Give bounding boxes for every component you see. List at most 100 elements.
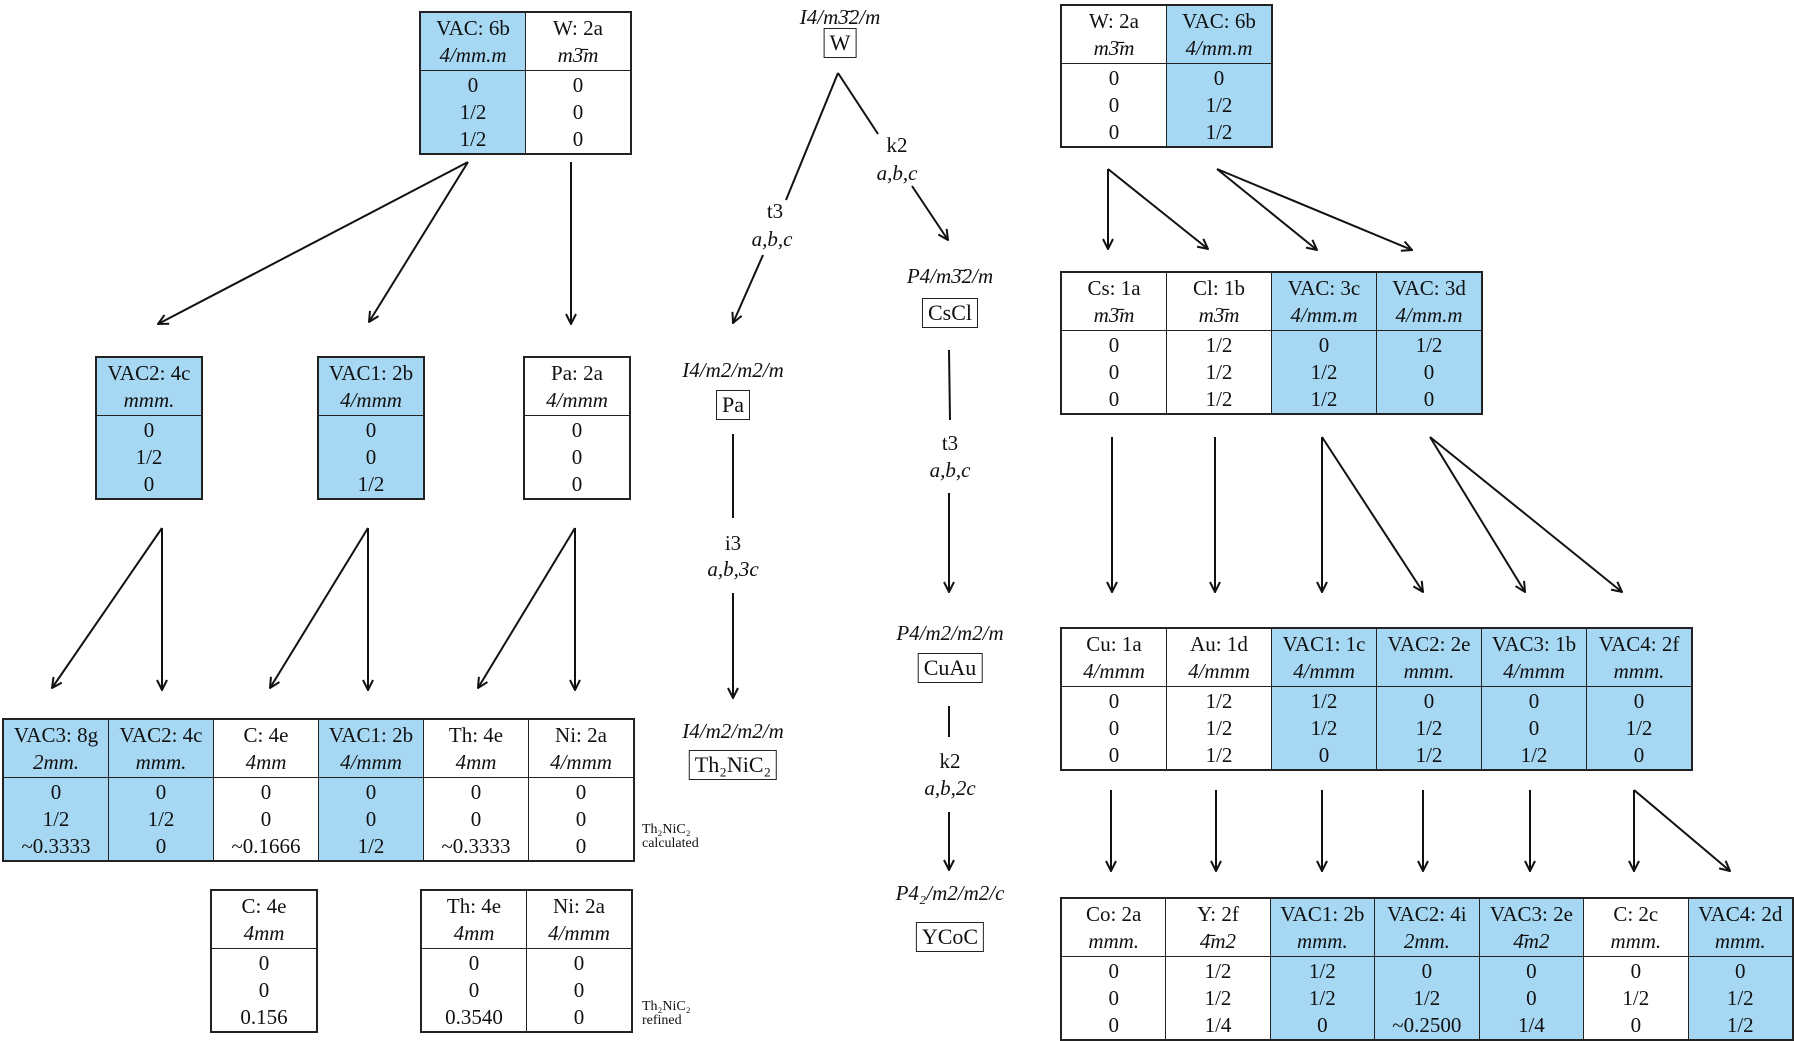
- coordinate-value: 0: [572, 127, 584, 151]
- coordinate-value: 0: [1108, 716, 1120, 740]
- coordinate-value: 0: [1108, 120, 1120, 144]
- coordinate-value: 0: [50, 780, 62, 804]
- coordinate-value: 0: [155, 834, 167, 858]
- coordinate-value: 0.3540: [445, 1005, 503, 1029]
- coordinate-value: 0: [1423, 387, 1435, 411]
- coordinate-value: 0: [1630, 1013, 1642, 1037]
- site-label: Cs: 1a: [1087, 276, 1141, 300]
- site-label: VAC2: 4c: [107, 361, 191, 385]
- site-symmetry: m3̄m: [1198, 303, 1240, 327]
- site-symmetry: m3̄m: [1093, 303, 1135, 327]
- site-symmetry: 4mm: [243, 921, 285, 945]
- structure-box-w[interactable]: W: [823, 28, 857, 58]
- note-refined-label: refined: [642, 1013, 682, 1028]
- site-symmetry: 4mm: [245, 750, 287, 774]
- coordinate-value: 0: [572, 100, 584, 124]
- site-label: Pa: 2a: [551, 361, 603, 385]
- coordinate-value: 1/2: [1205, 387, 1233, 411]
- structure-box-pa[interactable]: Pa: [716, 390, 750, 420]
- coordinate-value: 0: [571, 418, 583, 442]
- site-coords-cell: 0 0 0: [525, 70, 631, 154]
- arrow: [911, 185, 948, 240]
- coordinate-value: 0: [365, 780, 377, 804]
- coordinate-value: 0: [1108, 387, 1120, 411]
- site-symmetry: 2mm.: [32, 750, 80, 774]
- space-group-th2nic2: I4/m2/m2/m: [682, 719, 784, 743]
- coordinate-value: 0: [365, 418, 377, 442]
- site-label: VAC3: 8g: [13, 723, 99, 747]
- arrow: [1216, 168, 1412, 250]
- site-coords-cell: 0 0 0: [1061, 64, 1167, 148]
- site-symmetry: 4/mmm: [550, 750, 612, 774]
- site-label: Th: 4e: [448, 723, 504, 747]
- arrow: [1107, 168, 1208, 249]
- structure-box-cuau[interactable]: CuAu: [917, 653, 983, 683]
- transition-basis-cscl-cuau: a,b,c: [929, 458, 971, 482]
- site-label: C: 4e: [243, 723, 289, 747]
- site-symmetry: 4/mmm: [1293, 659, 1355, 683]
- structure-box-cscl[interactable]: CsCl: [921, 298, 979, 328]
- coordinate-value: 0: [1423, 360, 1435, 384]
- coordinate-value: 1/2: [1625, 716, 1653, 740]
- site-symmetry: mmm.: [135, 750, 187, 774]
- coordinate-value: 0: [1317, 1013, 1328, 1037]
- site-header-cell: Th: 4e 4mm: [423, 719, 529, 778]
- site-label: Cu: 1a: [1086, 632, 1142, 656]
- site-header-cell: C: 4e 4mm: [213, 719, 319, 778]
- coordinate-value: 0: [1108, 66, 1120, 90]
- site-label: VAC1: 2b: [328, 361, 414, 385]
- table-header-row: VAC1: 2b 4/mmm: [318, 357, 424, 416]
- site-label: Ni: 2a: [555, 723, 607, 747]
- coordinate-value: 0: [470, 807, 482, 831]
- coordinate-value: 0: [155, 780, 167, 804]
- structure-box-ycoc[interactable]: YCoC: [915, 922, 985, 952]
- coordinate-value: 0: [365, 807, 377, 831]
- coordinate-value: 0: [1108, 93, 1120, 117]
- coordinate-value: 1/2: [1205, 689, 1233, 713]
- arrow: [1633, 789, 1730, 871]
- site-symmetry: 4mm: [455, 750, 497, 774]
- coordinate-value: 1/2: [1622, 986, 1650, 1010]
- transition-type-w-pa: t3: [766, 199, 784, 223]
- coordinate-value: 0: [365, 445, 377, 469]
- coordinate-value: 0: [573, 978, 585, 1002]
- site-symmetry: 4/mmm: [340, 388, 402, 412]
- arrow: [1429, 436, 1622, 592]
- coordinate-value: 0: [572, 73, 584, 97]
- coordinate-value: 1/2: [1413, 986, 1441, 1010]
- arrow: [948, 349, 951, 421]
- coordinate-value: 1/2: [1308, 959, 1336, 983]
- coordinate-value: 1/2: [1726, 1013, 1754, 1037]
- site-header-cell: Ni: 2a 4/mmm: [528, 719, 634, 778]
- site-label: VAC3: 1b: [1491, 632, 1577, 656]
- structure-box-th2nic2[interactable]: Th₂NiC₂: [688, 750, 778, 780]
- site-label: Y: 2f: [1197, 902, 1239, 926]
- coordinate-value: 1/2: [459, 127, 487, 151]
